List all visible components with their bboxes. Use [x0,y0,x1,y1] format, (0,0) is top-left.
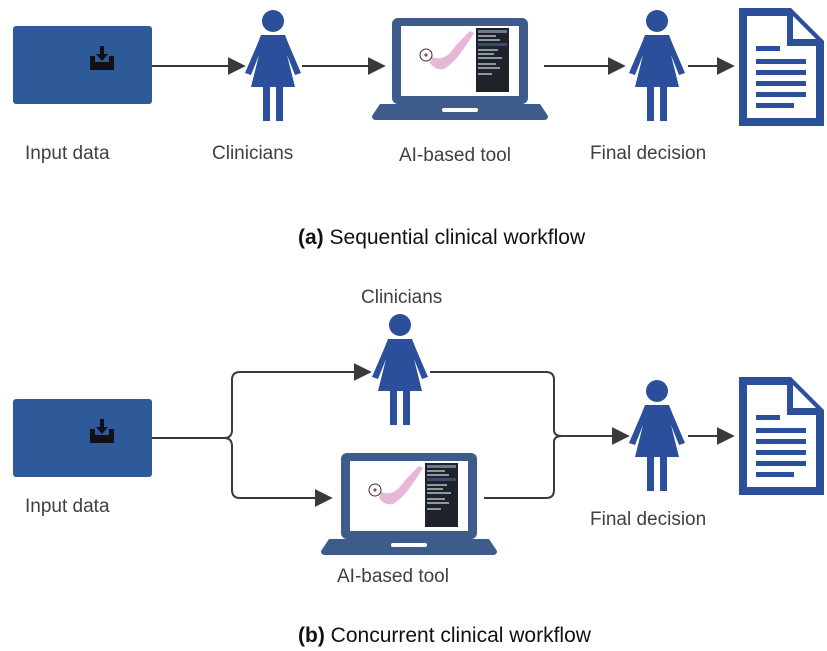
arrow [223,437,333,507]
arrow [152,363,372,439]
ai-tool-label: AI-based tool [399,145,511,166]
input-data-label: Input data [25,496,110,517]
clinicians-label: Clinicians [361,287,443,308]
input-data-label: Input data [25,143,110,164]
laptop-icon [371,17,549,121]
final-decision-label: Final decision [590,509,707,530]
person-icon [245,10,301,121]
document-icon [739,377,824,495]
arrow [484,435,563,499]
caption-a: (a) Sequential clinical workflow [298,226,585,250]
document-icon [739,8,824,126]
caption-text: Sequential clinical workflow [329,226,586,249]
caption-text: Concurrent clinical workflow [330,624,591,647]
arrow [430,371,630,445]
panel-b [13,314,824,556]
clinicians-label: Clinicians [212,143,294,164]
input-data-box [13,26,152,104]
ai-tool-label: AI-based tool [337,566,449,587]
input-data-box [13,399,152,477]
final-decision-label: Final decision [590,143,707,164]
caption-tag: (a) [298,226,324,249]
person-icon [629,10,685,121]
person-icon [629,380,685,491]
laptop-icon [320,452,498,556]
caption-tag: (b) [298,624,325,647]
panel-a [13,8,824,126]
person-icon [372,314,428,425]
caption-b: (b) Concurrent clinical workflow [298,624,591,648]
